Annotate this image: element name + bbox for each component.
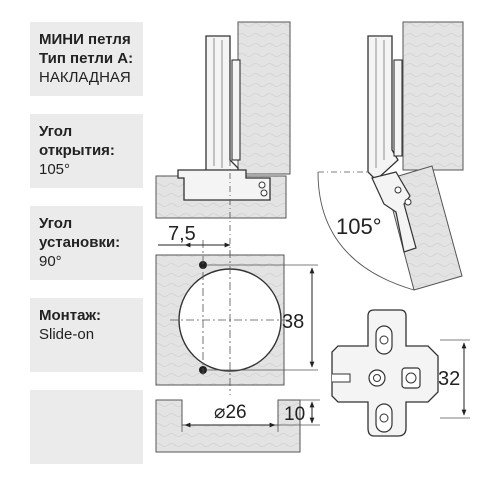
opening-angle-dim: 105° — [336, 214, 382, 239]
install-angle-panel: Угол установки: 90° — [30, 206, 143, 280]
cup-diameter-dim: ⌀26 — [214, 402, 247, 423]
opening-angle-panel: Угол открытия: 105° — [30, 114, 143, 188]
hinge-cup — [177, 169, 271, 201]
mounting-plate — [231, 59, 241, 161]
plate-height-dim: 32 — [438, 368, 460, 390]
cup-depth-dim: 10 — [284, 404, 305, 425]
cup-height-dim: 38 — [282, 311, 304, 333]
opening-angle-label-2: открытия: — [39, 142, 115, 159]
cup-hole-front-view: 7,5 38 — [155, 223, 318, 395]
install-angle-label-1: Угол — [39, 215, 73, 232]
cup-section-view: ⌀26 10 — [155, 399, 320, 453]
hinge-name: МИНИ петля — [39, 31, 131, 48]
hinge-arm-open — [367, 35, 399, 181]
opening-angle-value: 105° — [39, 161, 71, 178]
opening-angle-label-1: Угол — [39, 123, 73, 140]
mount-panel: Монтаж: Slide-on — [30, 298, 143, 372]
closed-hinge-side-view — [155, 21, 291, 255]
mount-label: Монтаж: — [39, 307, 102, 324]
mount-value: Slide-on — [39, 326, 95, 343]
offset-dim: 7,5 — [168, 223, 196, 245]
empty-panel — [30, 390, 143, 464]
hinge-cup-open — [371, 171, 417, 253]
hinge-type-label: Тип петли А: — [39, 50, 134, 67]
cabinet-wall-panel — [237, 21, 291, 175]
open-hinge-side-view: 105° — [317, 21, 464, 291]
cabinet-wall-open — [402, 21, 464, 171]
hinge-type-panel: МИНИ петля Тип петли А: НАКЛАДНАЯ — [30, 22, 143, 96]
mounting-plate-view: 32 — [331, 309, 470, 437]
screw-hole-top — [199, 261, 207, 269]
cross-plate-body — [331, 309, 439, 437]
install-angle-label-2: установки: — [39, 234, 121, 251]
hinge-type-value: НАКЛАДНАЯ — [39, 69, 131, 86]
opening-angle-arc — [317, 171, 415, 291]
install-angle-value: 90° — [39, 253, 62, 270]
